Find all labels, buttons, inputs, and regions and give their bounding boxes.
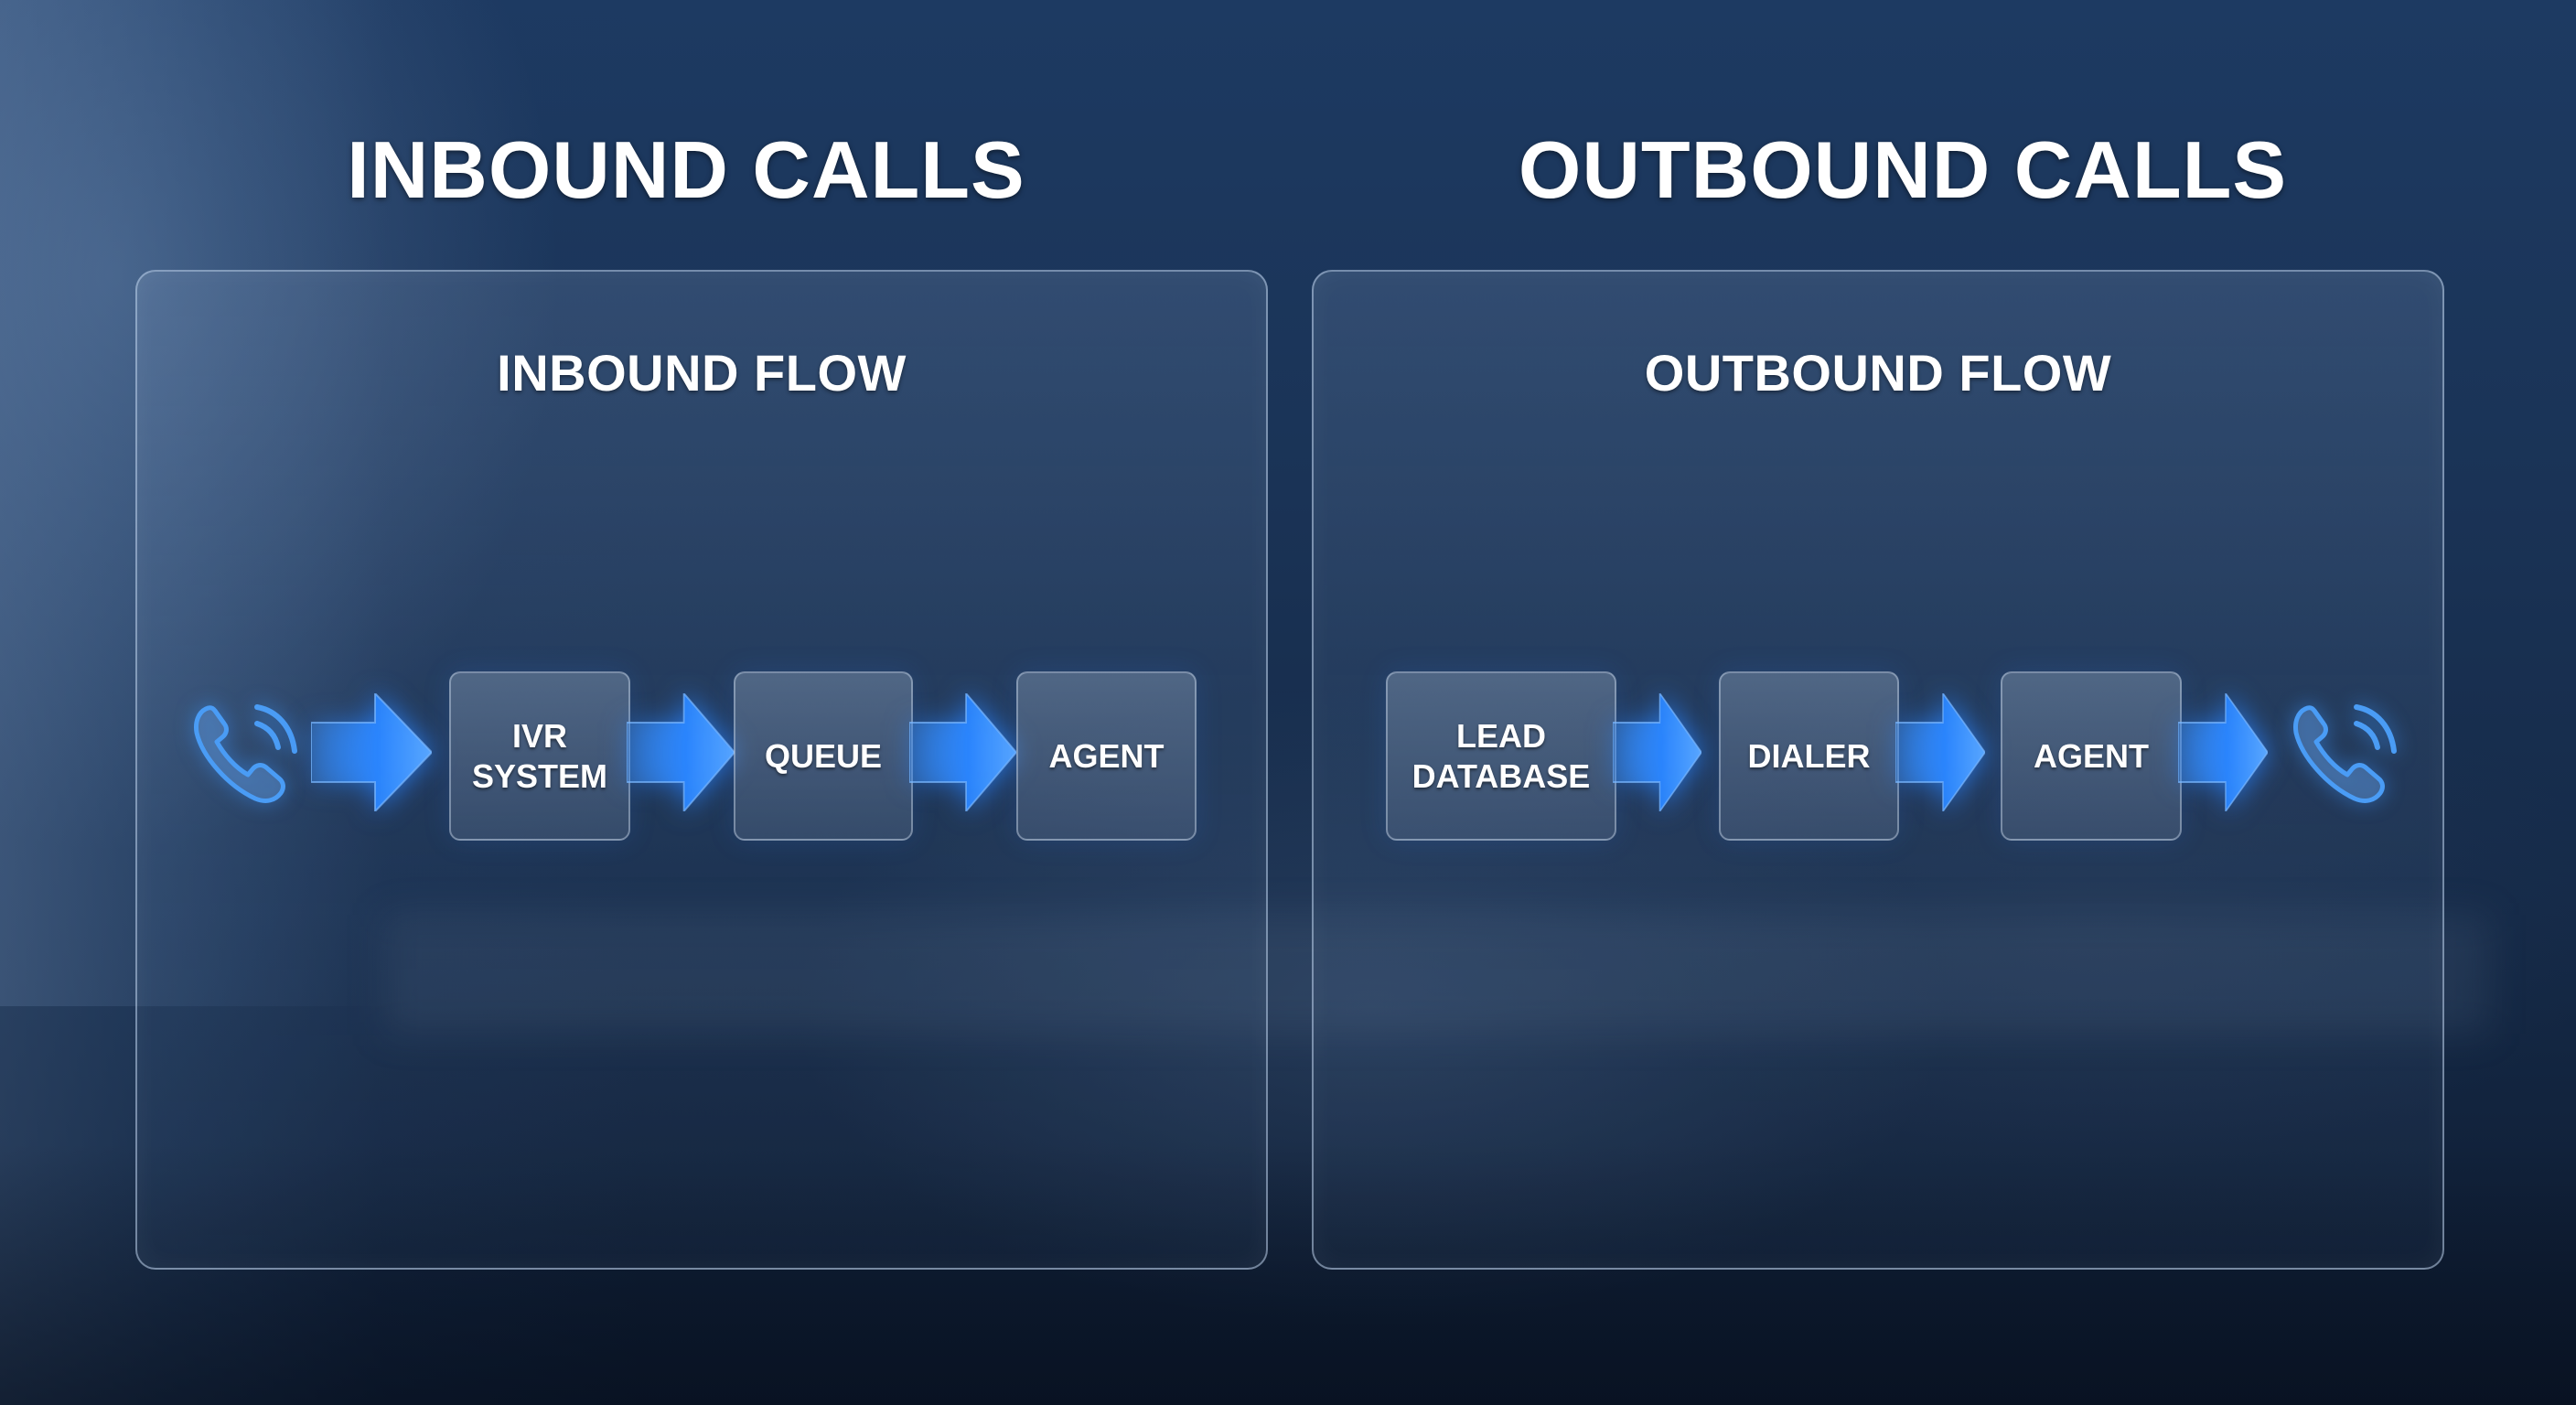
arrow-right-icon	[627, 693, 735, 811]
arrow-right-icon	[1613, 693, 1701, 811]
inbound-flow-panel: INBOUND FLOW IVR SYSTEM QUEUE AGENT	[135, 270, 1268, 1270]
arrow-right-icon	[909, 693, 1016, 811]
outbound-calls-title: OUTBOUND CALLS	[1518, 124, 2288, 215]
background-window	[0, 0, 393, 1006]
background-desk	[384, 915, 2488, 1034]
inbound-calls-title: INBOUND CALLS	[347, 124, 1025, 215]
flow-step-ivr-system: IVR SYSTEM	[449, 671, 630, 841]
flow-step-dialer: DIALER	[1719, 671, 1899, 841]
outbound-flow-panel: OUTBOUND FLOW LEAD DATABASE DIALER AGENT	[1312, 270, 2444, 1270]
flow-step-agent: AGENT	[1016, 671, 1197, 841]
inbound-flow-title: INBOUND FLOW	[497, 344, 907, 402]
background-floor-shade	[0, 1143, 2576, 1405]
arrow-right-icon	[311, 693, 432, 811]
phone-ringing-icon	[2291, 700, 2399, 806]
flow-step-agent: AGENT	[2001, 671, 2182, 841]
phone-ringing-icon	[191, 700, 299, 806]
flow-step-lead-database: LEAD DATABASE	[1386, 671, 1616, 841]
flow-step-queue: QUEUE	[734, 671, 913, 841]
outbound-flow-title: OUTBOUND FLOW	[1644, 344, 2112, 402]
arrow-right-icon	[2178, 693, 2268, 811]
arrow-right-icon	[1895, 693, 1985, 811]
